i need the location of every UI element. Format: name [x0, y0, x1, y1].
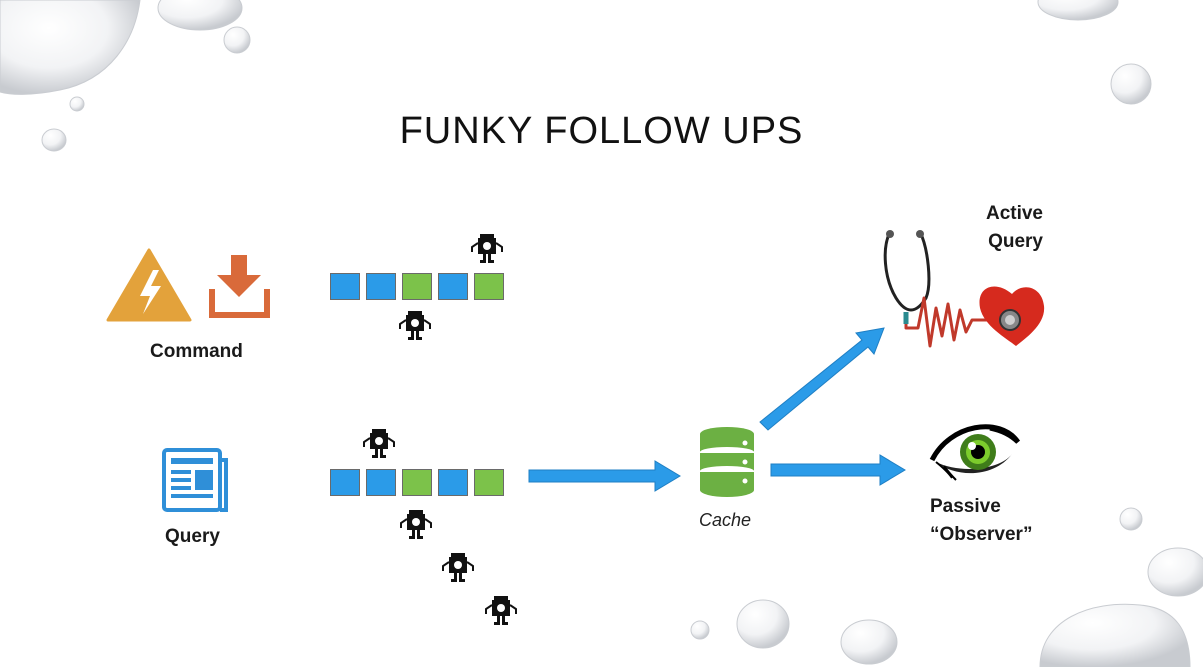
queue-item-green — [402, 273, 432, 300]
arrow-to-passive — [770, 454, 906, 486]
water-droplet — [1039, 603, 1191, 667]
queue-item-blue — [366, 273, 396, 300]
water-droplet — [0, 0, 141, 95]
queue-item-green — [474, 469, 504, 496]
water-droplet — [1119, 507, 1143, 531]
lightning-warning-icon — [106, 248, 192, 322]
water-droplet — [223, 26, 251, 54]
water-droplet — [1037, 0, 1119, 21]
active-label-line1: Active — [985, 203, 1043, 224]
query-label: Query — [165, 526, 220, 547]
passive-label-line1: Passive — [930, 496, 1001, 517]
queue-item-green — [474, 273, 504, 300]
active-label-line2: Query — [988, 231, 1043, 252]
queue-item-blue — [438, 469, 468, 496]
arrow-to-cache — [528, 460, 681, 492]
arrow-to-active — [759, 327, 885, 431]
newspaper-icon — [162, 448, 228, 512]
water-droplet — [41, 128, 67, 152]
queue-item-blue — [366, 469, 396, 496]
queue-item-blue — [330, 469, 360, 496]
water-droplet — [157, 0, 243, 31]
queue-item-blue — [330, 273, 360, 300]
passive-label-line2: “Observer” — [930, 524, 1033, 545]
command-label: Command — [150, 341, 243, 362]
water-droplet — [736, 599, 790, 649]
water-droplet — [690, 620, 710, 640]
water-droplet — [840, 619, 898, 665]
cache-label: Cache — [699, 510, 752, 530]
water-droplet — [1147, 547, 1203, 597]
queue-item-green — [402, 469, 432, 496]
slide-title: FUNKY FOLLOW UPS — [399, 110, 804, 152]
queue-item-blue — [438, 273, 468, 300]
stethoscope-heart-icon — [883, 230, 1045, 348]
water-droplet — [69, 96, 85, 112]
eye-icon — [929, 424, 1021, 481]
water-droplet — [1110, 63, 1152, 105]
database-icon — [700, 427, 754, 497]
download-icon — [209, 255, 270, 318]
